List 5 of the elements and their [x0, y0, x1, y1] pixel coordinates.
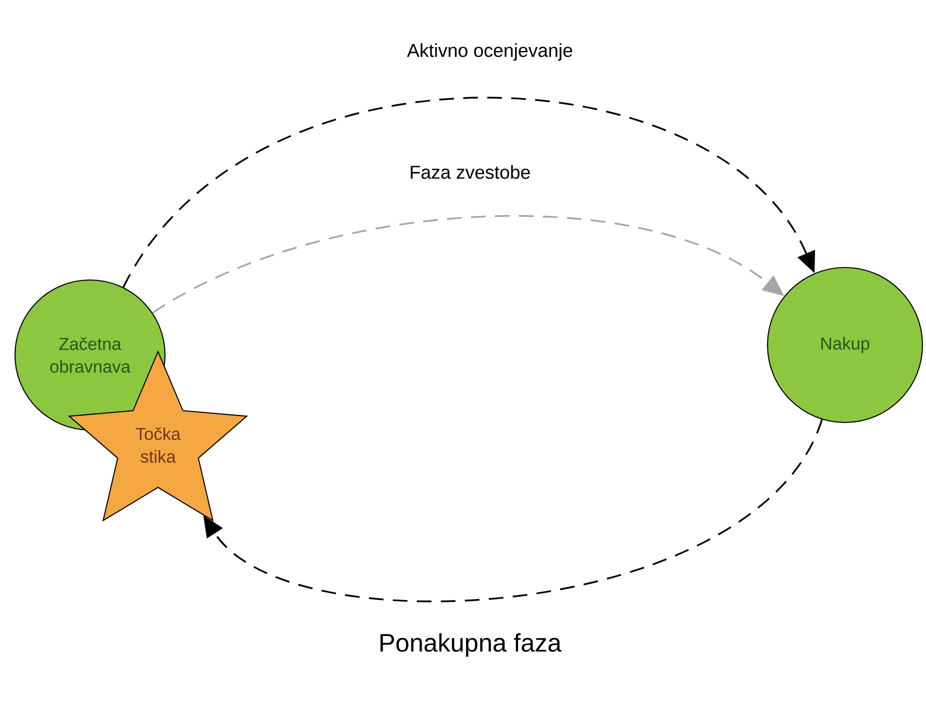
edge-label: Aktivno ocenjevanje — [406, 42, 574, 62]
edge-label: Ponakupna faza — [377, 632, 563, 658]
circle-node: Nakup — [766, 266, 924, 424]
edge-label: Faza zvestobe — [408, 164, 532, 180]
arrow — [122, 96, 816, 288]
